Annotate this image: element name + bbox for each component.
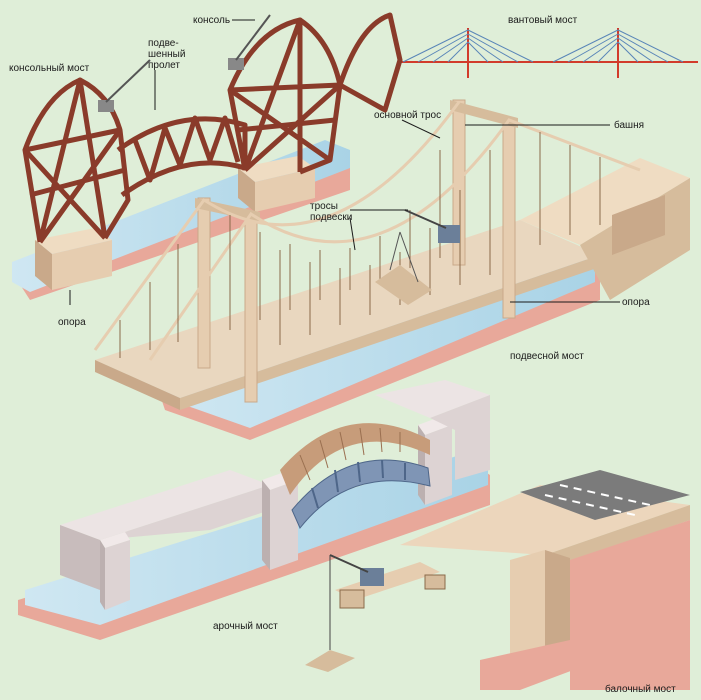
- suspension-approach: [520, 158, 690, 245]
- label-suspender-cables: тросы подвески: [310, 201, 353, 223]
- label-cantilever-bridge: консольный мост: [9, 63, 90, 74]
- deck-segment-lifted: [375, 265, 432, 305]
- suspension-bridge-drawing: [93, 99, 690, 440]
- cable-stayed-bridge-drawing: [398, 28, 698, 78]
- label-arch-bridge: арочный мост: [213, 621, 278, 632]
- suspension-deck: [95, 220, 600, 398]
- label-pier-right: опора: [622, 297, 650, 308]
- beam-road-markings: [544, 484, 651, 516]
- arch-timber-centering: [280, 423, 430, 495]
- arch-bridge-drawing: [18, 380, 490, 640]
- beam-pier: [510, 550, 545, 670]
- cantilever-pier-left: [35, 228, 112, 290]
- label-cable-stayed-bridge: вантовый мост: [508, 15, 578, 26]
- beam-bridge-drawing: [305, 470, 690, 690]
- arch-water: [25, 455, 488, 625]
- label-suspended-span: подве- шенный пролет: [148, 38, 186, 71]
- arch-pier-right: [418, 415, 452, 505]
- cable-stayed-cables: [402, 29, 684, 63]
- beam-abutment: [570, 520, 690, 690]
- arch-steel-rib: [291, 459, 431, 529]
- arch-pier-mid: [262, 470, 298, 570]
- suspension-hangers: [119, 132, 601, 358]
- label-beam-bridge: балочный мост: [605, 684, 676, 695]
- label-tower: башня: [614, 120, 645, 131]
- leader-lines: [69, 19, 620, 305]
- arch-steel-bracing: [311, 459, 406, 509]
- beam-crane: [329, 554, 384, 650]
- cantilever-pier-right: [238, 156, 315, 212]
- cantilever-bridge-drawing: [12, 12, 403, 300]
- suspension-crane: [404, 209, 460, 243]
- label-pier-left: опора: [58, 317, 86, 328]
- crane-right: [228, 14, 271, 70]
- arch-approach-right: [375, 380, 490, 418]
- suspension-tower-right: [450, 99, 518, 319]
- arch-approach-left: [60, 470, 270, 540]
- arch-centering-ribs: [299, 427, 401, 481]
- arch-pier-left: [100, 532, 130, 610]
- label-suspension-bridge: подвесной мост: [510, 351, 584, 362]
- beam-lifted-segment: [305, 650, 355, 672]
- cantilever-trusses: [22, 12, 403, 244]
- label-main-cable: основной трос: [374, 110, 442, 121]
- crane-left: [98, 59, 151, 112]
- suspension-main-cables: [93, 101, 641, 361]
- label-cantilever: консоль: [193, 15, 231, 26]
